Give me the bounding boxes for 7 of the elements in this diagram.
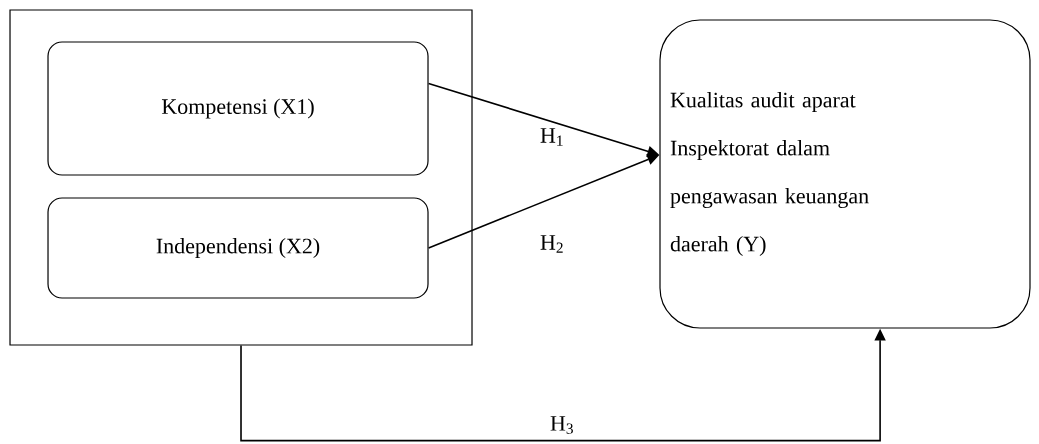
variable-box: Independensi (X2) — [47, 197, 429, 299]
edge-label: H$_{2}$ — [538, 234, 566, 254]
edge-label: H$_{3}$ — [548, 415, 576, 435]
group-box — [9, 9, 473, 346]
edge-label: H$_{1}$ — [538, 127, 566, 147]
variable-box: Kompetensi (X1) — [47, 41, 429, 176]
variable-box: Kualitas audit aparat Inspektorat dalam pengawasan keuangan daerah (Y) — [659, 19, 1031, 329]
